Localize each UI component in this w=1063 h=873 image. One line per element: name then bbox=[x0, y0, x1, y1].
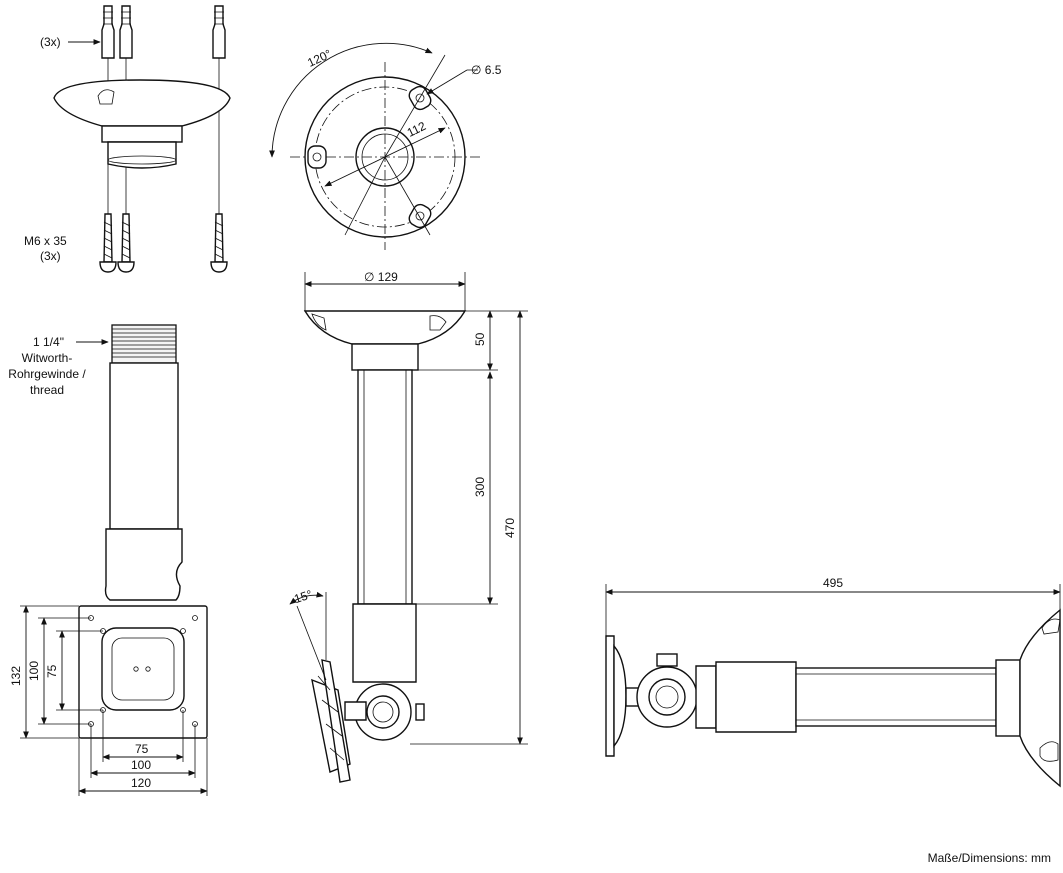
vesa-width-100-label: 100 bbox=[131, 758, 151, 772]
vesa-height-100-label: 100 bbox=[27, 661, 41, 681]
screw-spec-label: M6 x 35 bbox=[24, 234, 67, 248]
screw-count-label: (3x) bbox=[40, 249, 61, 263]
front-view: ∅ 129 15° 50 300 bbox=[289, 270, 528, 783]
mounting-slot-3 bbox=[408, 203, 432, 229]
wall-plug-1 bbox=[101, 5, 115, 59]
vesa-height-132-label: 132 bbox=[9, 666, 23, 686]
side-view: 495 bbox=[605, 576, 1061, 788]
ceiling-dish bbox=[53, 79, 231, 169]
screw-2 bbox=[117, 213, 135, 273]
total-length-495-label: 495 bbox=[823, 576, 843, 590]
thread-type-label-1: Witworth- bbox=[22, 351, 73, 365]
screw-3 bbox=[210, 213, 228, 273]
tube-and-vesa-view: 1 1/4" Witworth- Rohrgewinde / thread bbox=[8, 324, 208, 796]
hole-diameter-label: ∅ 6.5 bbox=[471, 63, 502, 77]
vesa-width-120-label: 120 bbox=[131, 776, 151, 790]
thread-type-label-3: thread bbox=[30, 383, 64, 397]
exploded-mount-view: (3x) M6 x 35 (3x) bbox=[24, 5, 231, 273]
height-470-label: 470 bbox=[503, 518, 517, 538]
mounting-slot-2 bbox=[307, 145, 327, 169]
thread-type-label-2: Rohrgewinde / bbox=[8, 367, 86, 381]
thread-size-label: 1 1/4" bbox=[33, 335, 64, 349]
base-diameter-label: ∅ 129 bbox=[364, 270, 398, 284]
dimension-unit-note: Maße/Dimensions: mm bbox=[927, 851, 1051, 865]
vesa-width-75-label: 75 bbox=[135, 742, 149, 756]
base-top-view: 120° ∅ 6.5 112 bbox=[269, 42, 502, 250]
vesa-height-75-label: 75 bbox=[45, 664, 59, 678]
height-50-label: 50 bbox=[473, 332, 487, 346]
height-300-label: 300 bbox=[473, 477, 487, 497]
wall-plug-3 bbox=[212, 5, 226, 59]
anchor-count-label: (3x) bbox=[40, 35, 61, 49]
wall-plug-2 bbox=[119, 5, 133, 59]
screw-1 bbox=[99, 213, 117, 273]
tilt-angle-label: 15° bbox=[292, 587, 314, 606]
rotation-angle-label: 120° bbox=[305, 47, 334, 70]
